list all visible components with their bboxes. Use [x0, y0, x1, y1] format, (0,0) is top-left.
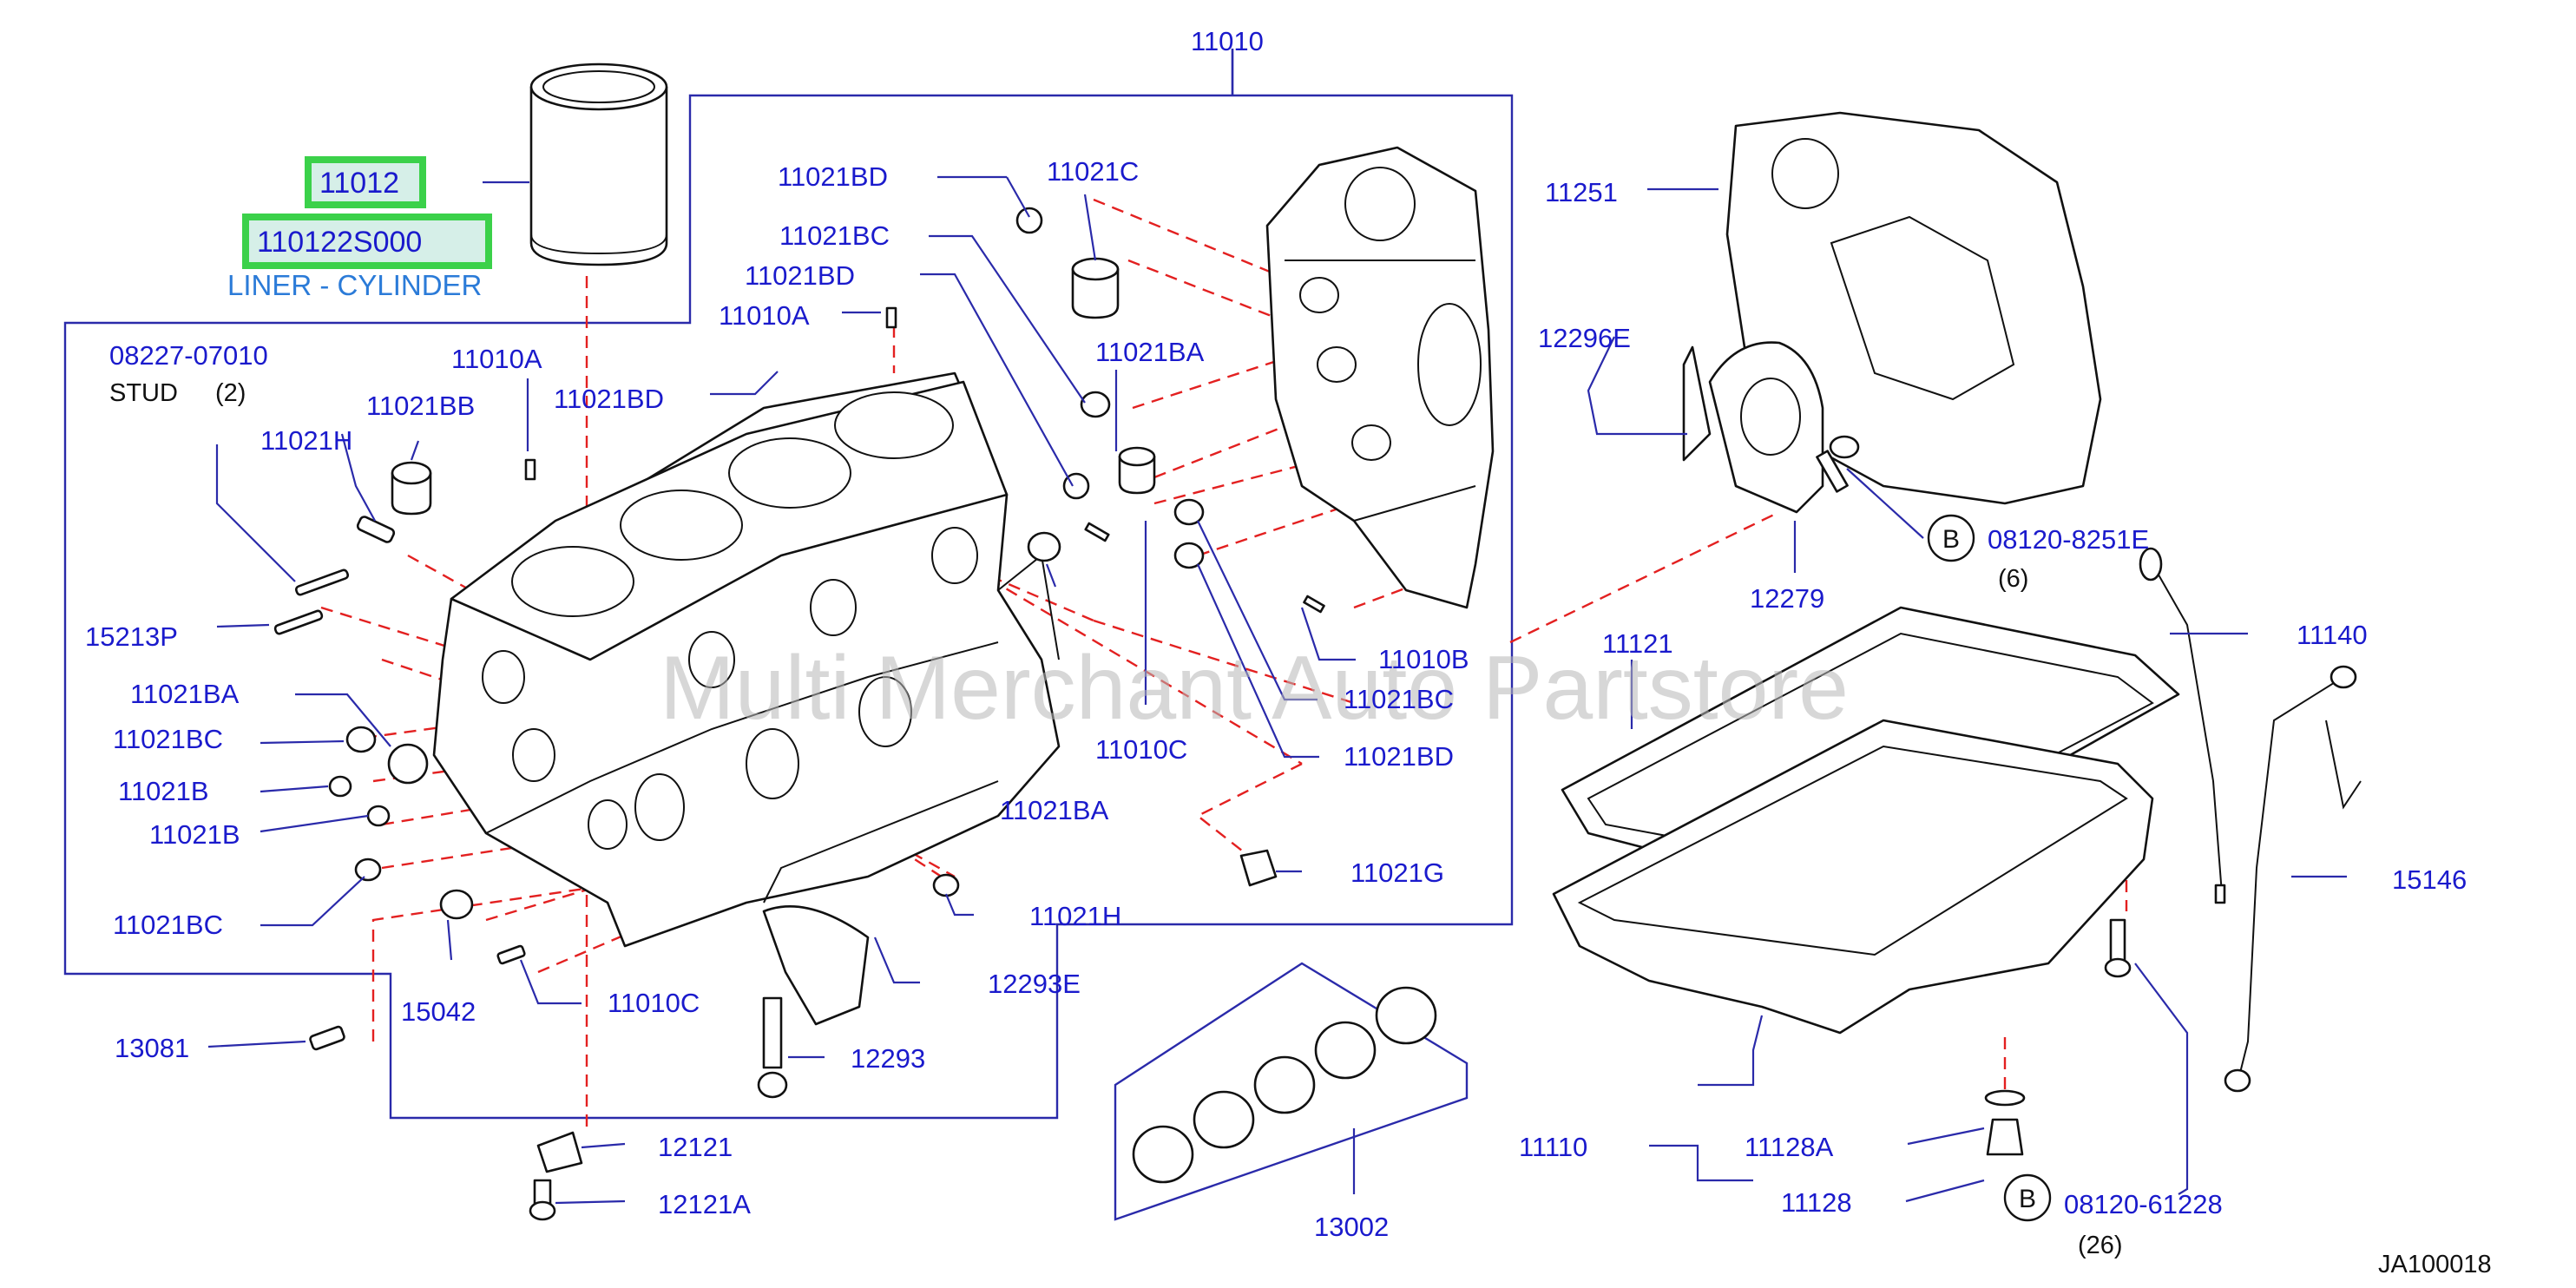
label-11010[interactable]: 11010 — [1191, 26, 1264, 56]
label-11021BB[interactable]: 11021BB — [366, 391, 475, 421]
label-11021H-1[interactable]: 11021H — [260, 425, 352, 456]
label-qty-6: (6) — [1998, 565, 2028, 593]
label-stud-qty: (2) — [215, 379, 246, 407]
highlight-110122S000 — [242, 214, 492, 269]
label-11010B[interactable]: 11010B — [1378, 644, 1469, 674]
label-11010C-1[interactable]: 11010C — [608, 988, 700, 1018]
label-11010C-2[interactable]: 11010C — [1095, 734, 1187, 765]
label-11110[interactable]: 11110 — [1519, 1132, 1587, 1162]
label-11021BA-2[interactable]: 11021BA — [130, 679, 240, 709]
label-13002[interactable]: 13002 — [1314, 1212, 1389, 1242]
label-15213P[interactable]: 15213P — [85, 621, 178, 652]
cylinder-liner-part[interactable] — [529, 62, 668, 266]
label-11021BC-1[interactable]: 11021BC — [779, 220, 890, 251]
label-12296E[interactable]: 12296E — [1538, 323, 1631, 353]
label-08227-07010[interactable]: 08227-07010 — [109, 340, 268, 371]
label-11021BD-1[interactable]: 11021BD — [778, 161, 888, 192]
label-11021B-1[interactable]: 11021B — [118, 776, 209, 806]
label-11128[interactable]: 11128 — [1781, 1187, 1852, 1218]
label-11021BC-2[interactable]: 11021BC — [113, 724, 223, 754]
engine-block-part[interactable] — [432, 371, 1061, 948]
dipstick-guide-part[interactable] — [2224, 665, 2362, 1093]
part-labels: 11010 11012 110122S000 LINER - CYLINDER … — [85, 26, 2492, 1278]
ref-circles — [1927, 514, 2052, 1222]
label-11010A[interactable]: 11010A — [451, 344, 542, 374]
label-stud: STUD — [109, 379, 178, 407]
oil-pan-part[interactable] — [1552, 606, 2180, 1156]
label-11121[interactable]: 11121 — [1602, 628, 1673, 659]
diagram-code: JA100018 — [2378, 1251, 2492, 1278]
label-11021G[interactable]: 11021G — [1350, 858, 1444, 888]
label-11021BA-3[interactable]: 11021BA — [1000, 795, 1109, 825]
label-11140[interactable]: 11140 — [2297, 620, 2368, 650]
label-11021BC-4[interactable]: 11021BC — [1344, 684, 1454, 714]
label-11021H-2[interactable]: 11021H — [1029, 901, 1121, 931]
small-parts[interactable] — [273, 207, 1325, 1221]
label-08120-61228[interactable]: 08120-61228 — [2064, 1189, 2223, 1219]
label-11021BD-2[interactable]: 11021BD — [745, 260, 855, 291]
label-12279[interactable]: 12279 — [1750, 583, 1824, 614]
label-11128A[interactable]: 11128A — [1745, 1132, 1834, 1162]
label-11010A-top[interactable]: 11010A — [719, 300, 810, 331]
label-11021C[interactable]: 11021C — [1047, 156, 1139, 187]
label-15146[interactable]: 15146 — [2392, 864, 2467, 895]
label-12121A[interactable]: 12121A — [658, 1189, 751, 1219]
label-08120-8251E[interactable]: 08120-8251E — [1988, 524, 2149, 555]
leader-lines — [207, 175, 2347, 1205]
ref-b-2: B — [2019, 1185, 2036, 1213]
label-11021BA-1[interactable]: 11021BA — [1095, 337, 1205, 367]
label-110122S000[interactable]: 110122S000 — [257, 226, 422, 259]
label-13081[interactable]: 13081 — [115, 1033, 189, 1063]
label-qty-26: (26) — [2078, 1232, 2123, 1259]
label-11021B-2[interactable]: 11021B — [149, 819, 240, 850]
block-rear-view-part[interactable] — [1265, 146, 1495, 609]
label-12293[interactable]: 12293 — [851, 1043, 925, 1074]
highlight-11012 — [305, 156, 426, 208]
ref-b-1: B — [1942, 525, 1960, 554]
dipstick-part[interactable] — [2139, 547, 2226, 904]
label-15042[interactable]: 15042 — [401, 996, 476, 1027]
label-11021BD-4[interactable]: 11021BD — [1344, 741, 1454, 772]
label-12121[interactable]: 12121 — [658, 1132, 733, 1162]
label-11251[interactable]: 11251 — [1545, 177, 1618, 207]
label-11021BD-3[interactable]: 11021BD — [554, 384, 664, 414]
bearing-set-part[interactable] — [1114, 962, 1469, 1221]
label-12293E[interactable]: 12293E — [988, 969, 1081, 999]
block-group-frame — [63, 49, 1514, 1120]
label-11021BC-3[interactable]: 11021BC — [113, 910, 223, 940]
label-liner-cylinder: LINER - CYLINDER — [227, 269, 482, 301]
seal-housing-part[interactable] — [1682, 341, 1860, 514]
label-11012[interactable]: 11012 — [319, 167, 399, 200]
watermark: Multi Merchant Auto Partstore — [660, 638, 1849, 739]
